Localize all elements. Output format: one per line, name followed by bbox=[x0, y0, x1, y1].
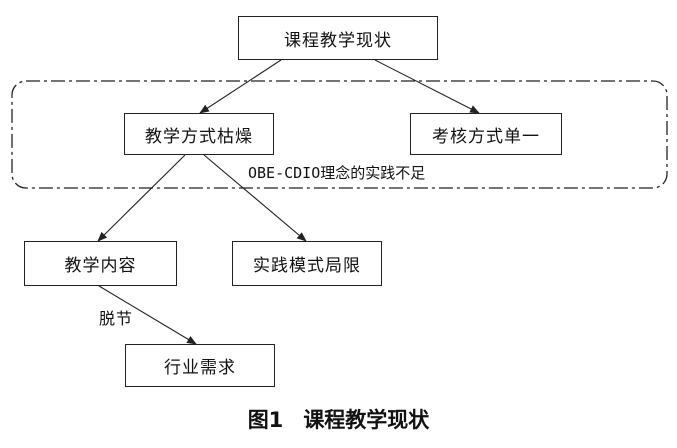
figure-caption: 图1 课程教学现状 bbox=[0, 404, 677, 434]
node-teaching-method-boring: 教学方式枯燥 bbox=[124, 113, 274, 155]
obe-cdio-group-label: OBE-CDIO理念的实践不足 bbox=[244, 162, 430, 183]
node-limited-practice-mode: 实践模式局限 bbox=[232, 241, 382, 286]
node-industry-demand: 行业需求 bbox=[125, 344, 275, 387]
node-teaching-content: 教学内容 bbox=[24, 241, 177, 286]
figure-number: 图1 bbox=[247, 408, 284, 432]
arrow-root-to-teaching-method bbox=[199, 59, 282, 114]
obe-cdio-group-boundary bbox=[11, 80, 668, 189]
disconnect-label: 脱节 bbox=[99, 309, 134, 328]
arrow-teaching-method-to-practice-mode bbox=[203, 154, 307, 242]
arrow-teaching-method-to-teaching-content bbox=[97, 154, 186, 242]
arrow-root-to-assessment bbox=[374, 59, 480, 114]
figure-title: 课程教学现状 bbox=[303, 408, 430, 432]
node-course-teaching-status: 课程教学现状 bbox=[238, 16, 438, 60]
arrow-teaching-content-to-industry-demand bbox=[98, 285, 197, 345]
node-single-assessment-method: 考核方式单一 bbox=[410, 113, 562, 155]
